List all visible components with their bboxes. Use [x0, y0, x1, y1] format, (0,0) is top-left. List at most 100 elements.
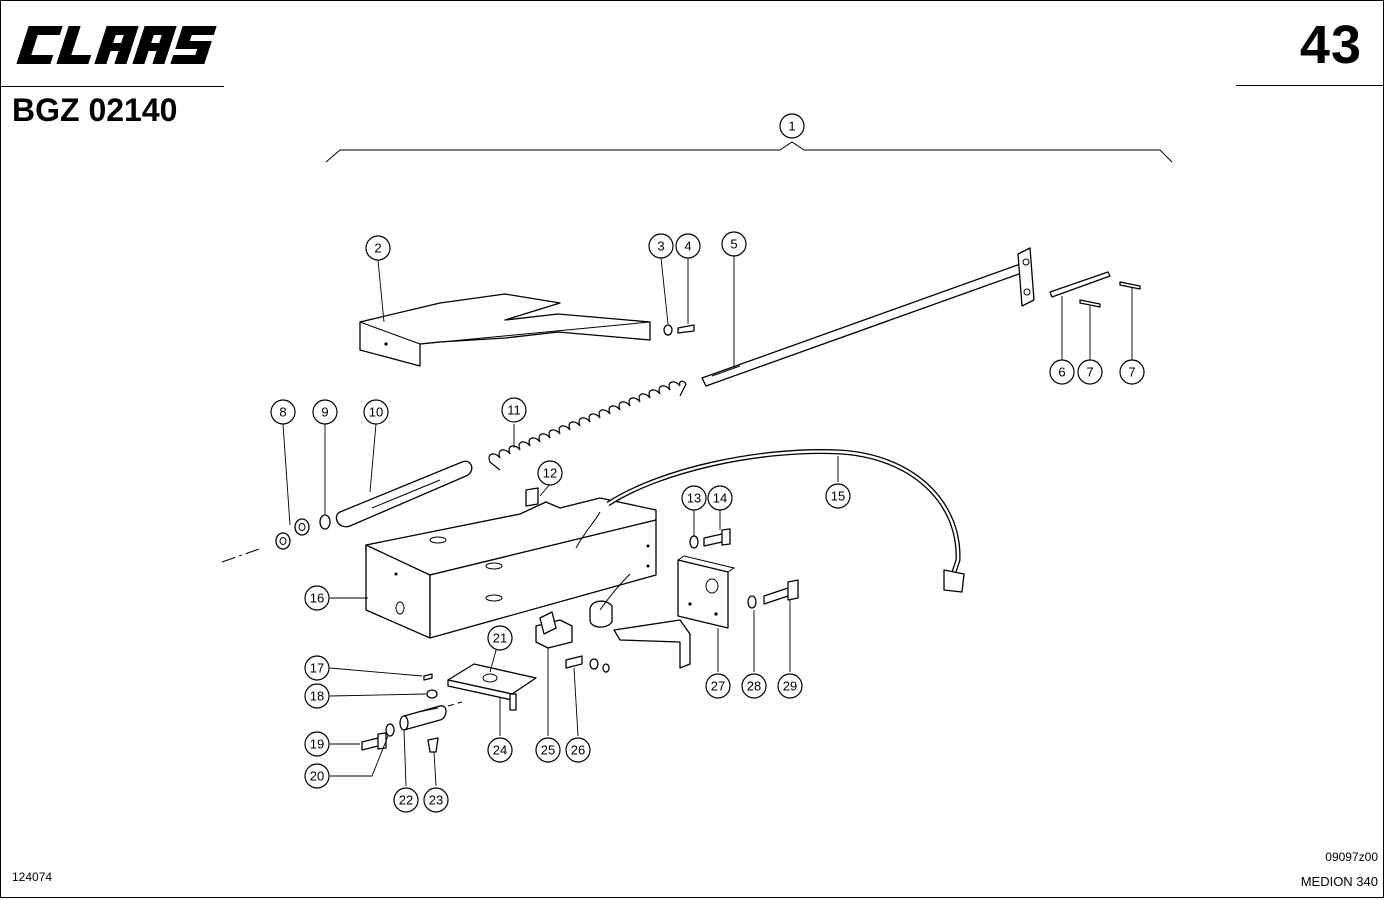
svg-text:14: 14	[713, 491, 727, 506]
callout-26: 26	[565, 737, 591, 763]
clip-12	[525, 487, 539, 507]
callout-21: 21	[487, 625, 513, 651]
callout-5: 5	[721, 231, 747, 257]
document-code: BGZ 02140	[12, 92, 178, 128]
svg-text:20: 20	[310, 769, 324, 784]
callout-23: 23	[423, 787, 449, 813]
threaded-rod	[701, 247, 1035, 387]
screw-26	[565, 655, 583, 669]
assembly-bracket	[325, 141, 1173, 163]
bracket-plate-24	[447, 663, 537, 711]
svg-text:17: 17	[310, 661, 324, 676]
document-id: 124074	[12, 870, 53, 884]
svg-text:16: 16	[310, 591, 324, 606]
svg-text:7: 7	[1086, 365, 1093, 380]
header-rule-right	[1236, 85, 1384, 86]
svg-text:24: 24	[493, 743, 507, 758]
claas-logo	[16, 26, 217, 64]
svg-text:3: 3	[657, 239, 664, 254]
drawing-reference: 09097z00	[1325, 850, 1378, 864]
svg-text:4: 4	[684, 239, 691, 254]
pin-17	[423, 673, 433, 681]
pin-23	[427, 737, 439, 753]
callout-24: 24	[487, 737, 513, 763]
callout-25: 25	[535, 737, 561, 763]
svg-text:10: 10	[369, 405, 383, 420]
callout-15: 15	[825, 483, 851, 509]
axis-line	[221, 547, 263, 563]
header-rule-left	[0, 86, 224, 87]
bolt-19	[361, 732, 387, 751]
pin-6	[1049, 271, 1111, 298]
mounting-plate	[677, 555, 736, 629]
callout-10: 10	[363, 399, 389, 425]
svg-text:2: 2	[374, 241, 381, 256]
pin-4	[677, 324, 695, 334]
callout-11: 11	[501, 397, 527, 423]
callout-14: 14	[707, 485, 733, 511]
washer-28	[747, 595, 757, 609]
callout-2: 2	[365, 235, 391, 261]
washer-9	[319, 514, 331, 530]
callout-20: 20	[304, 763, 330, 789]
callout-28: 28	[741, 673, 767, 699]
svg-text:5: 5	[730, 237, 737, 252]
svg-text:1: 1	[788, 119, 795, 134]
svg-text:26: 26	[571, 743, 585, 758]
washer-18	[426, 689, 438, 699]
callout-6: 6	[1049, 359, 1075, 385]
nut-26	[602, 663, 610, 673]
svg-text:22: 22	[399, 793, 413, 808]
svg-text:7: 7	[1128, 365, 1135, 380]
callout-17: 17	[304, 655, 330, 681]
callout-12: 12	[537, 460, 563, 486]
callout-7b: 7	[1119, 359, 1145, 385]
svg-text:21: 21	[493, 631, 507, 646]
clevis-22	[399, 705, 447, 731]
svg-text:15: 15	[831, 489, 845, 504]
clevis-axis	[447, 701, 463, 707]
svg-text:11: 11	[507, 403, 521, 418]
leader-lines	[282, 256, 1133, 787]
model-name: MEDION 340	[1300, 874, 1378, 889]
svg-text:25: 25	[541, 743, 555, 758]
svg-text:29: 29	[783, 679, 797, 694]
compression-spring	[488, 380, 687, 471]
callout-13: 13	[681, 485, 707, 511]
callout-7a: 7	[1077, 359, 1103, 385]
callout-3: 3	[648, 233, 674, 259]
svg-text:27: 27	[711, 679, 725, 694]
split-pin-7b	[1119, 281, 1141, 290]
washer-13	[689, 535, 699, 549]
housing-box	[365, 497, 657, 639]
callout-4: 4	[675, 233, 701, 259]
nuts-8	[275, 518, 310, 550]
bolt-14	[703, 528, 731, 547]
bolt-29	[763, 579, 799, 605]
washer-20	[385, 723, 395, 737]
callout-19: 19	[304, 731, 330, 757]
svg-text:9: 9	[321, 405, 328, 420]
svg-text:19: 19	[310, 737, 324, 752]
svg-text:12: 12	[543, 466, 557, 481]
svg-text:6: 6	[1058, 365, 1065, 380]
svg-text:18: 18	[310, 689, 324, 704]
callout-8: 8	[270, 399, 296, 425]
callout-22: 22	[393, 787, 419, 813]
callout-9: 9	[312, 399, 338, 425]
svg-text:23: 23	[429, 793, 443, 808]
svg-text:8: 8	[279, 405, 286, 420]
page-number: 43	[1299, 15, 1362, 75]
callout-1: 1	[779, 113, 805, 139]
switch-assembly	[535, 573, 691, 669]
callout-29: 29	[777, 673, 803, 699]
callout-16: 16	[304, 585, 330, 611]
callout-27: 27	[705, 673, 731, 699]
cover-plate	[359, 293, 651, 367]
callout-18: 18	[304, 683, 330, 709]
washer-3	[663, 324, 673, 336]
svg-text:13: 13	[687, 491, 701, 506]
bowden-cable	[606, 449, 965, 593]
